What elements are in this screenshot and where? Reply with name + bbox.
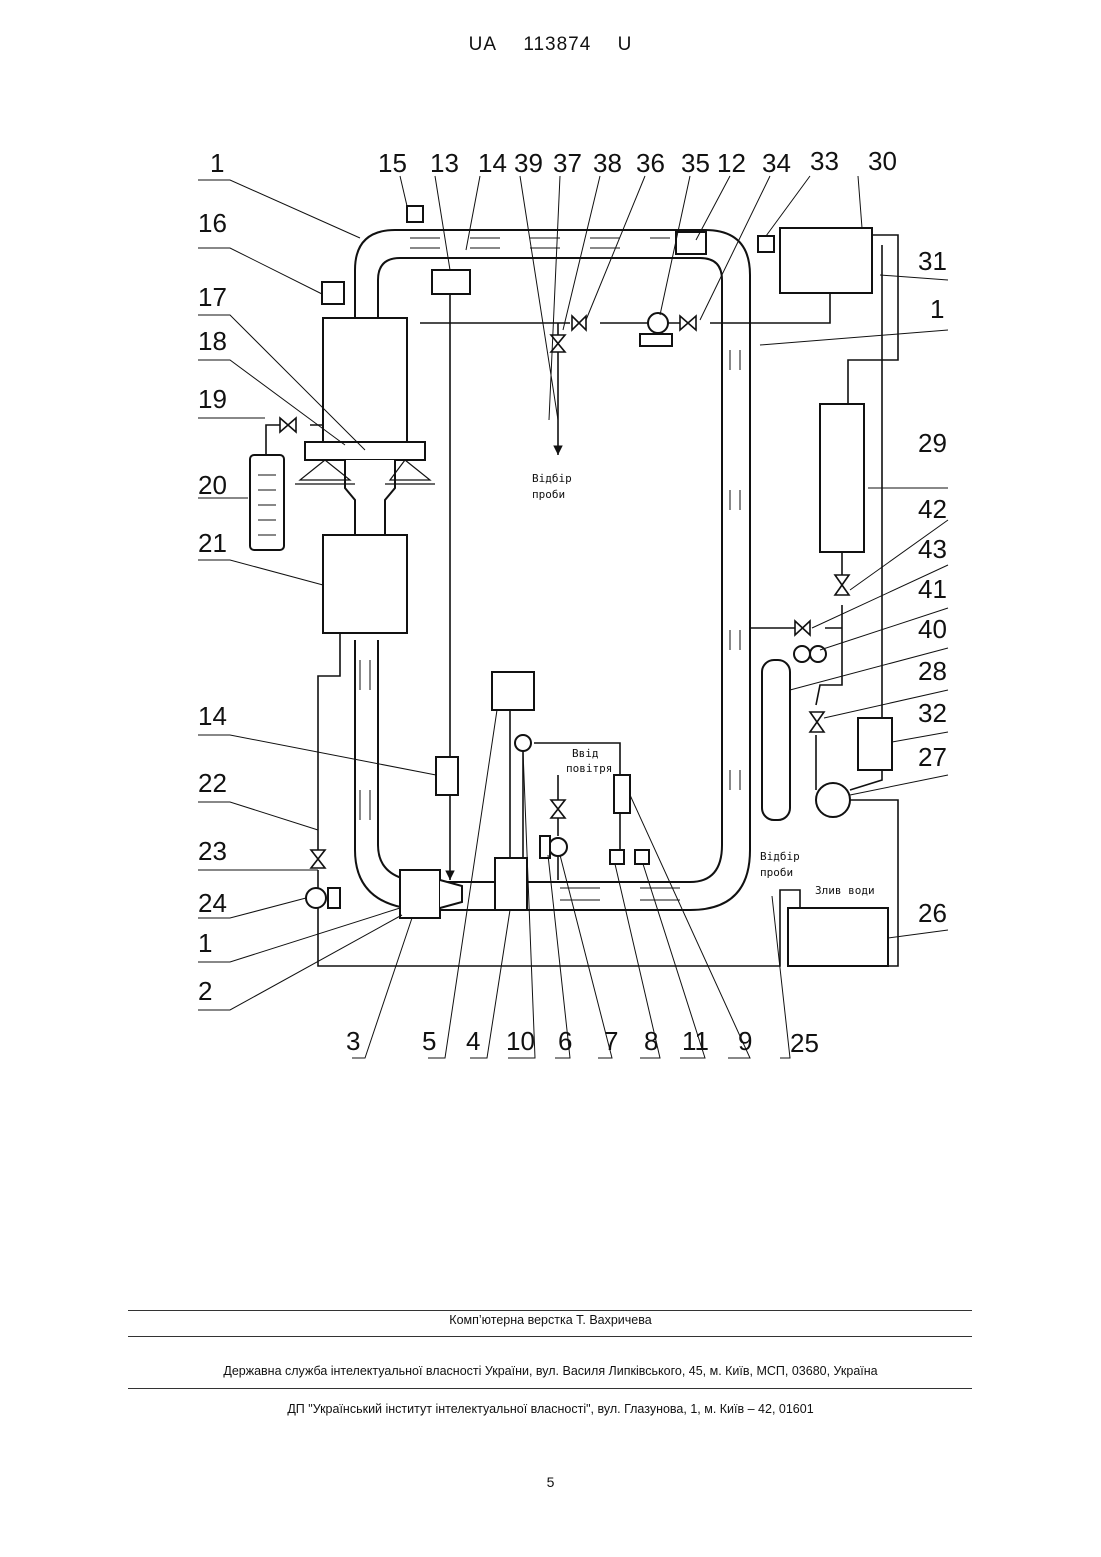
part-number-label: 10 — [506, 1026, 535, 1056]
part-number-label: 21 — [198, 528, 227, 558]
part-number-label: 40 — [918, 614, 947, 644]
part-number-label: 11 — [682, 1026, 709, 1056]
note-sample-top-1: Відбір — [532, 472, 572, 485]
part-number-label: 33 — [810, 146, 839, 176]
part-number-label: 1 — [930, 294, 944, 324]
footer-rule-2 — [128, 1336, 972, 1337]
part-number-label: 7 — [604, 1026, 618, 1056]
footer-rule-1 — [128, 1310, 972, 1311]
part-number-label: 13 — [430, 148, 459, 178]
note-air-2: повітря — [566, 762, 612, 775]
part-number-label: 30 — [868, 146, 897, 176]
part-number-label: 9 — [738, 1026, 752, 1056]
part-number-label: 36 — [636, 148, 665, 178]
part-number-label: 26 — [918, 898, 947, 928]
part-number-label: 1 — [198, 928, 212, 958]
part-number-label: 8 — [644, 1026, 658, 1056]
part-number-label: 34 — [762, 148, 791, 178]
part-number-label: 43 — [918, 534, 947, 564]
part-number-label: 32 — [918, 698, 947, 728]
part-number-label: 15 — [378, 148, 407, 178]
part-number-label: 14 — [478, 148, 507, 178]
part-number-label: 14 — [198, 701, 227, 731]
part-number-label: 42 — [918, 494, 947, 524]
part-number-label: 20 — [198, 470, 227, 500]
part-number-label: 41 — [918, 574, 947, 604]
part-number-label: 29 — [918, 428, 947, 458]
part-number-label: 28 — [918, 656, 947, 686]
part-number-label: 19 — [198, 384, 227, 414]
part-number-label: 12 — [717, 148, 746, 178]
part-number-label: 38 — [593, 148, 622, 178]
part-number-label: 3 — [346, 1026, 360, 1056]
schematic-diagram: 1513143937383635123433301161718192021142… — [0, 0, 1101, 1100]
part-number-label: 27 — [918, 742, 947, 772]
note-sample-top-2: проби — [532, 488, 565, 501]
note-drain: Злив води — [815, 884, 875, 897]
part-number-label: 18 — [198, 326, 227, 356]
part-number-label: 17 — [198, 282, 227, 312]
part-number-label: 37 — [553, 148, 582, 178]
note-air-1: Ввід — [572, 747, 599, 760]
page-number: 5 — [0, 1474, 1101, 1490]
part-number-label: 16 — [198, 208, 227, 238]
note-sample-right-1: Відбір — [760, 850, 800, 863]
part-number-label: 6 — [558, 1026, 572, 1056]
part-number-label: 31 — [918, 246, 947, 276]
footer-institute: ДП "Український інститут інтелектуальної… — [0, 1402, 1101, 1416]
footer-service: Державна служба інтелектуальної власност… — [0, 1364, 1101, 1378]
part-number-label: 25 — [790, 1028, 819, 1058]
part-number-label: 1 — [210, 148, 224, 178]
part-number-label: 23 — [198, 836, 227, 866]
part-number-label: 35 — [681, 148, 710, 178]
part-number-label: 39 — [514, 148, 543, 178]
part-number-label: 22 — [198, 768, 227, 798]
part-number-label: 2 — [198, 976, 212, 1006]
part-number-label: 4 — [466, 1026, 480, 1056]
part-number-label: 5 — [422, 1026, 436, 1056]
footer-layout: Комп’ютерна верстка Т. Вахричева — [0, 1313, 1101, 1327]
part-number-label: 24 — [198, 888, 227, 918]
footer-rule-3 — [128, 1388, 972, 1389]
note-sample-right-2: проби — [760, 866, 793, 879]
